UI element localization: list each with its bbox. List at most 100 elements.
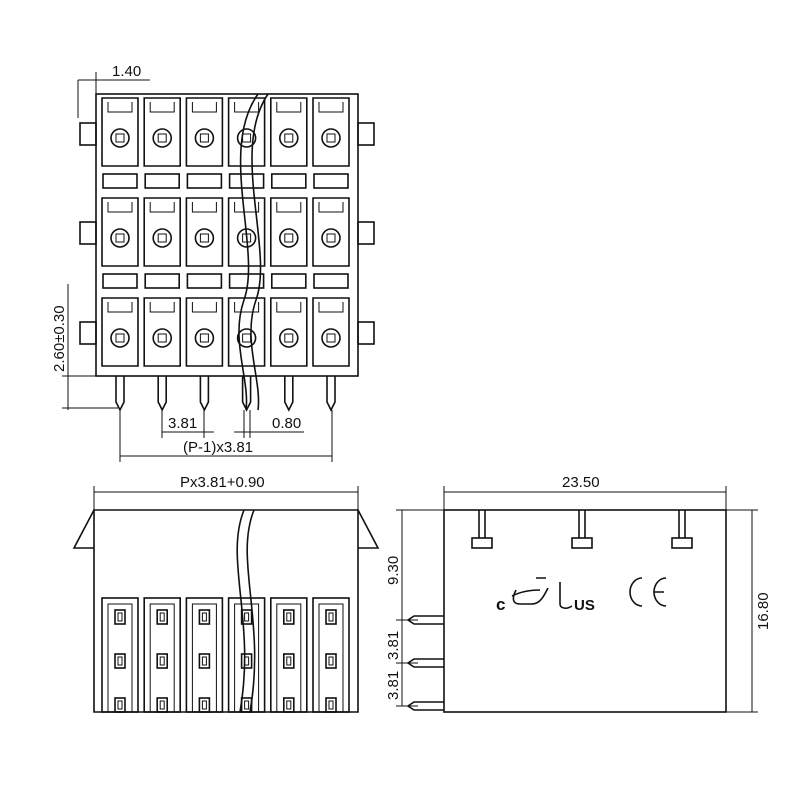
label-window	[102, 173, 138, 189]
side-top-terminal	[671, 510, 693, 549]
label-window	[228, 173, 265, 189]
front-cell-outline	[227, 597, 266, 713]
screw-square-icon	[199, 133, 209, 143]
top-cells	[101, 97, 350, 367]
screw-circle-icon	[278, 128, 299, 148]
side-terminal-head	[671, 537, 693, 549]
front-contact-icon	[114, 697, 126, 713]
front-contact-icon	[114, 653, 126, 669]
terminal-cell	[101, 197, 139, 289]
terminal-cell-outline	[185, 97, 224, 167]
ul-mark-logo-icon	[511, 577, 573, 609]
front-contact-icon	[198, 609, 211, 625]
side-top-terminal	[571, 510, 593, 549]
front-contact-core	[201, 612, 207, 622]
front-cell-inner	[149, 603, 175, 713]
terminal-latch-slot	[191, 202, 217, 213]
terminal-cell-outline	[312, 197, 350, 267]
front-contact-core	[159, 612, 165, 622]
front-contact-icon	[240, 653, 253, 669]
break-line-front-a	[236, 509, 246, 713]
terminal-cell	[227, 97, 266, 189]
ear-right-1	[357, 122, 375, 146]
terminal-cell	[312, 97, 350, 189]
front-contact-icon	[282, 697, 295, 713]
terminal-cell-outline	[143, 197, 181, 267]
label-window	[270, 173, 307, 189]
screw-circle-icon	[194, 328, 215, 348]
front-contact-core	[328, 656, 334, 666]
ear-right-2	[357, 221, 375, 245]
dim-label-pin-offset: 1.40	[112, 63, 141, 80]
side-terminal-head	[571, 537, 593, 549]
front-contact-core	[117, 612, 123, 622]
screw-square-icon	[199, 333, 209, 343]
screw-circle-icon	[194, 228, 215, 248]
dim-label-row-pitch-2: 3.81	[385, 671, 402, 700]
top-pin	[284, 376, 294, 412]
terminal-cell-outline	[312, 97, 350, 167]
screw-square-icon	[326, 133, 336, 143]
front-contact-core	[201, 700, 207, 710]
front-terminal-cell	[101, 597, 139, 713]
screw-circle-icon	[321, 328, 341, 348]
front-contact-core	[286, 700, 292, 710]
ear-right-3	[357, 321, 375, 345]
front-cell-inner	[276, 603, 302, 713]
dim-label-height: 16.80	[755, 592, 772, 630]
terminal-cell	[101, 297, 139, 367]
front-cell-inner	[107, 603, 133, 713]
front-contact-icon	[156, 609, 168, 625]
terminal-cell-outline	[270, 97, 308, 167]
ul-mark-us: US	[574, 597, 595, 614]
front-contact-core	[286, 612, 292, 622]
front-contact-core	[159, 700, 165, 710]
front-contact-core	[244, 612, 250, 622]
dim-label-row-pitch-1: 3.81	[385, 631, 402, 660]
terminal-latch-slot	[107, 102, 133, 113]
top-side-ears	[79, 122, 375, 345]
screw-circle-icon	[321, 128, 341, 148]
front-cell-outline	[312, 597, 350, 713]
screw-circle-icon	[152, 128, 172, 148]
terminal-latch-slot	[234, 302, 260, 313]
screw-circle-icon	[236, 128, 257, 148]
front-contact-core	[328, 612, 334, 622]
front-housing-outline	[93, 509, 359, 713]
top-housing-outline	[95, 93, 359, 377]
front-cell-inner	[318, 603, 344, 713]
front-cell-outline	[143, 597, 181, 713]
terminal-cell-outline	[227, 197, 266, 267]
dim-label-total-pitch: (P-1)x3.81	[183, 439, 253, 456]
terminal-cell-outline	[185, 297, 224, 367]
terminal-cell-outline	[270, 197, 308, 267]
front-cell-inner	[191, 603, 217, 713]
screw-circle-icon	[236, 328, 257, 348]
dim-label-pitch: 3.81	[168, 415, 197, 432]
terminal-cell-outline	[227, 97, 266, 167]
screw-square-icon	[284, 233, 294, 243]
top-pin	[199, 376, 210, 412]
front-cell-outline	[101, 597, 139, 713]
screw-square-icon	[157, 233, 167, 243]
terminal-cell	[143, 297, 181, 367]
dim-label-pin-width: 0.80	[272, 415, 301, 432]
top-pin	[157, 376, 167, 412]
terminal-cell	[270, 197, 308, 289]
front-contact-icon	[198, 697, 211, 713]
top-pin	[115, 376, 125, 412]
screw-square-icon	[115, 333, 125, 343]
ce-mark-e-icon	[653, 577, 667, 607]
terminal-cell	[143, 97, 181, 189]
terminal-cell-outline	[227, 297, 266, 367]
label-window	[102, 273, 138, 289]
ul-mark: c US	[496, 577, 595, 614]
terminal-latch-slot	[276, 302, 302, 313]
terminal-cell	[185, 97, 224, 189]
screw-square-icon	[115, 133, 125, 143]
screw-square-icon	[157, 133, 167, 143]
terminal-cell	[312, 197, 350, 289]
front-contact-core	[159, 656, 165, 666]
label-window	[313, 173, 349, 189]
